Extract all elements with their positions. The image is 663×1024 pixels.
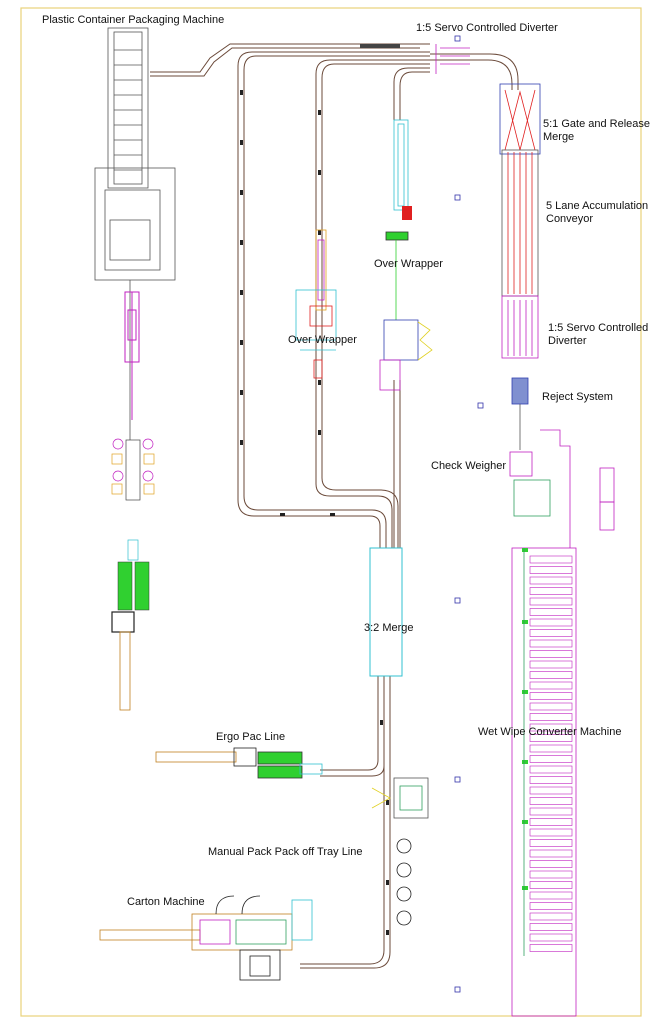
- wet-wipe-cell: [529, 849, 573, 858]
- wet-wipe-cell: [529, 755, 573, 763]
- label-wet-wipe-converter: Wet Wipe Converter Machine: [478, 726, 622, 738]
- wet-wipe-cell: [529, 587, 573, 595]
- label-manual-pack-line: Manual Pack Pack off Tray Line: [208, 846, 363, 858]
- manual-pack-unit: [371, 777, 429, 926]
- wet-wipe-cell: [529, 555, 573, 564]
- wet-wipe-cell: [529, 765, 573, 774]
- wet-wipe-cell: [529, 618, 573, 627]
- wet-wipe-cell: [529, 702, 573, 711]
- label-check-weigher: Check Weigher: [431, 460, 506, 472]
- wet-wipe-cell: [529, 923, 573, 931]
- servo-diverter-top-unit: [435, 44, 470, 74]
- label-over-wrapper-right: Over Wrapper: [374, 258, 443, 270]
- wet-wipe-cell: [529, 818, 573, 826]
- wet-wipe-converter-unit: [511, 429, 615, 1017]
- label-servo-diverter-top: 1:5 Servo Controlled Diverter: [416, 22, 558, 34]
- wet-wipe-cell: [529, 671, 573, 679]
- wet-wipe-cell: [529, 870, 573, 879]
- wet-wipe-cell: [529, 723, 573, 732]
- wet-wipe-cell: [529, 933, 573, 942]
- wet-wipe-cell: [529, 734, 573, 742]
- accumulation-conveyor-unit: [499, 83, 541, 359]
- check-weigher-unit: [509, 451, 551, 517]
- carton-machine-unit: [99, 895, 313, 981]
- wet-wipe-cell: [529, 639, 573, 648]
- reference-markers: [454, 35, 484, 993]
- drawing-border: [20, 7, 642, 1017]
- wet-wipe-green-markers: [522, 548, 528, 890]
- plastic-machine-magenta-line: [124, 291, 140, 420]
- wet-wipe-cell: [529, 650, 573, 658]
- wet-wipe-cell: [529, 860, 573, 868]
- wet-wipe-cell: [529, 786, 573, 795]
- conveyor-network: [150, 43, 519, 969]
- wet-wipe-cell: [529, 566, 573, 574]
- wet-wipe-cell: [529, 776, 573, 784]
- label-servo-diverter-lower: 1:5 Servo Controlled Diverter: [548, 322, 649, 347]
- wet-wipe-cell: [529, 713, 573, 721]
- over-wrapper-right-unit: [379, 119, 433, 391]
- wet-wipe-cell: [529, 891, 573, 900]
- reject-system-unit: [511, 377, 529, 450]
- wet-wipe-cell: [529, 576, 573, 585]
- wet-wipe-cell: [529, 692, 573, 700]
- merge-32-unit: [369, 547, 403, 677]
- plastic-machine-stations: [111, 438, 155, 561]
- wet-wipe-cell: [529, 828, 573, 837]
- wet-wipe-cells: [529, 555, 573, 952]
- wet-wipe-cell: [529, 744, 573, 753]
- label-gate-release-merge: 5:1 Gate and Release Merge: [543, 118, 651, 143]
- plastic-machine-green-buffer: [111, 561, 150, 711]
- wet-wipe-cell: [529, 797, 573, 805]
- wet-wipe-cell: [529, 608, 573, 616]
- wet-wipe-cell: [529, 629, 573, 637]
- wet-wipe-cell: [529, 807, 573, 816]
- label-carton-machine: Carton Machine: [127, 896, 205, 908]
- label-reject-system: Reject System: [542, 391, 613, 403]
- over-wrapper-left-unit: [295, 229, 337, 379]
- plastic-container-machine: [94, 27, 176, 440]
- wet-wipe-cell: [529, 912, 573, 921]
- label-ergo-pac-line: Ergo Pac Line: [216, 731, 286, 743]
- label-accumulation-conveyor: 5 Lane Accumulation Conveyor: [546, 200, 649, 225]
- wet-wipe-cell: [529, 944, 573, 952]
- conveyor-roller-marks: [240, 44, 400, 935]
- wet-wipe-cell: [529, 660, 573, 669]
- wet-wipe-cell: [529, 881, 573, 889]
- ergo-pac-unit: [155, 747, 323, 779]
- label-merge-32: 3:2 Merge: [364, 622, 414, 634]
- label-over-wrapper-left: Over Wrapper: [288, 334, 357, 346]
- label-plastic-container-machine: Plastic Container Packaging Machine: [42, 14, 225, 26]
- wet-wipe-cell: [529, 839, 573, 847]
- wet-wipe-cell: [529, 597, 573, 606]
- wet-wipe-cell: [529, 902, 573, 910]
- wet-wipe-cell: [529, 681, 573, 690]
